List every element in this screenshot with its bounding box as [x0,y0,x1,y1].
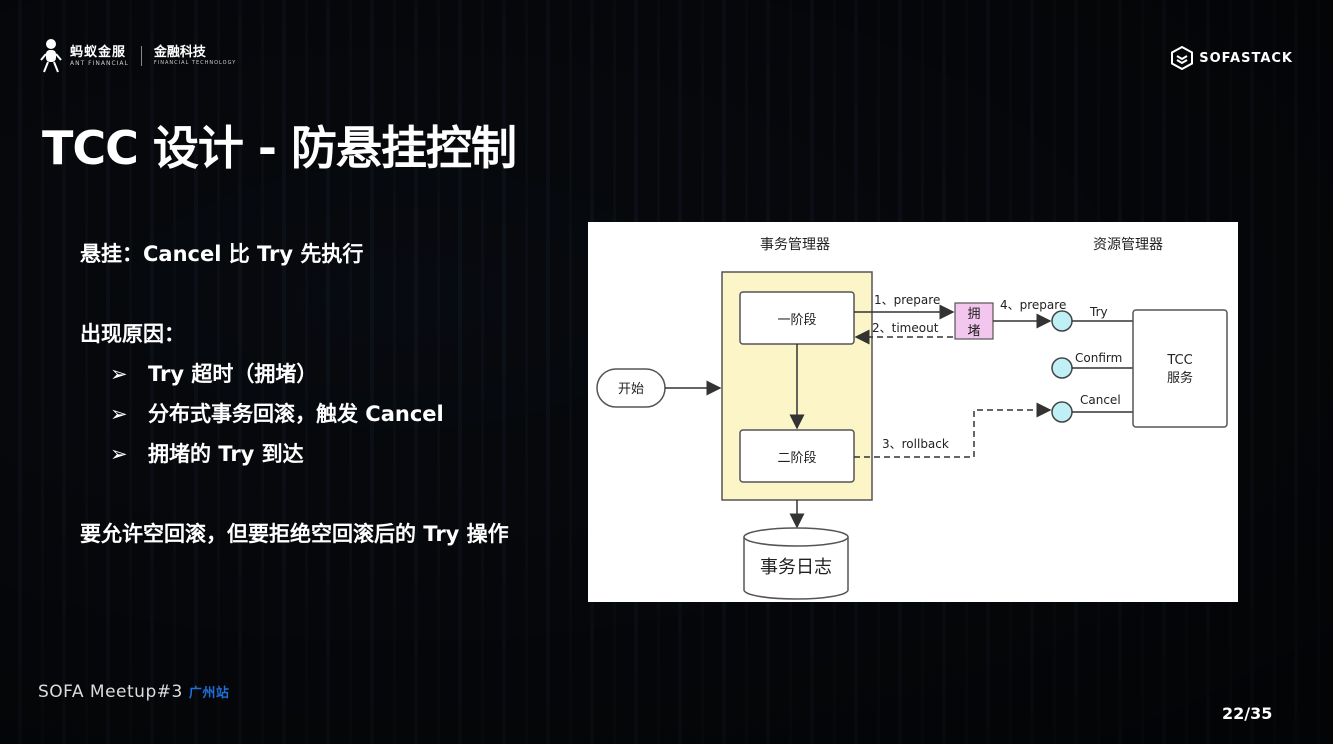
phase2-box [739,429,855,483]
edge-rollback [854,402,1052,458]
edge-rollback-label: 3、rollback [882,437,949,451]
port-cancel-label: Cancel [1080,393,1121,407]
tcc-service-label-2: 服务 [1167,370,1193,386]
conclusion-text: 要允许空回滚，但要拒绝空回滚后的 Try 操作 [80,522,509,546]
page-number: 22/35 [1222,704,1273,723]
brand-ant-text: 蚂蚁金服 ANT FINANCIAL [70,44,129,67]
tcc-diagram-svg: 事务管理器 资源管理器 一阶段 二阶段 开始 事务日志 拥 堵 [596,237,1228,600]
logo-separator [140,46,142,66]
tm-label: 事务管理器 [760,237,830,253]
sofastack-icon [1171,46,1194,70]
ant-financial-logo: 蚂蚁金服 ANT FINANCIAL 金融科技 FINANCIAL TECHNO… [40,38,236,74]
port-try-label: Try [1089,305,1108,319]
start-label: 开始 [618,382,644,397]
brand2-cn: 金融科技 [153,45,206,60]
bullet-text: 拥堵的 Try 到达 [148,442,304,466]
bullet-text: Try 超时（拥堵） [148,362,318,386]
sofastack-text: SOFASTACK [1199,50,1293,66]
brand-cn: 蚂蚁金服 [70,44,127,60]
log-cylinder-body [743,537,849,600]
slide-title: TCC 设计 - 防悬挂控制 [42,121,517,175]
event-city: 广州站 [188,686,230,701]
log-cylinder-top [743,527,849,547]
port-confirm [1051,357,1073,379]
brand2-en: FINANCIAL TECHNOLOGY [153,60,237,66]
tcc-service-box [1132,309,1228,428]
congestion-label-1: 拥 [967,307,980,322]
port-cancel [1051,401,1073,423]
phase2-label: 二阶段 [777,451,816,466]
edge-prepare2-label: 4、prepare [1000,298,1066,312]
rm-label: 资源管理器 [1093,237,1163,253]
ant-icon [40,39,62,73]
log-label: 事务日志 [760,557,832,578]
bullet-arrow-icon: ➢ [110,362,128,386]
edge-timeout-label: 2、timeout [872,321,939,335]
footer-event: SOFA Meetup#3 广州站 [38,682,229,702]
bullet-item: ➢ 分布式事务回滚，触发 Cancel [110,398,444,428]
congestion-label-2: 堵 [967,324,980,339]
tcc-diagram: 事务管理器 资源管理器 一阶段 二阶段 开始 事务日志 拥 堵 [588,222,1238,602]
brand-en: ANT FINANCIAL [70,59,129,67]
bullet-item: ➢ Try 超时（拥堵） [110,358,317,388]
port-try [1051,310,1073,332]
edge-prepare-label: 1、prepare [874,293,940,307]
congestion-box [954,302,994,340]
definition-text: 悬挂：Cancel 比 Try 先执行 [80,242,364,266]
bullet-arrow-icon: ➢ [110,442,128,466]
sofastack-logo: SOFASTACK [1171,46,1293,70]
bullet-arrow-icon: ➢ [110,402,128,426]
phase1-label: 一阶段 [777,313,816,328]
event-name: SOFA Meetup#3 [38,682,183,702]
reason-heading: 出现原因： [80,322,185,346]
tcc-service-label-1: TCC [1166,353,1192,368]
brand-fintech-text: 金融科技 FINANCIAL TECHNOLOGY [153,45,237,67]
bullet-text: 分布式事务回滚，触发 Cancel [148,402,444,426]
port-confirm-label: Confirm [1075,351,1122,365]
bullet-item: ➢ 拥堵的 Try 到达 [110,438,304,468]
